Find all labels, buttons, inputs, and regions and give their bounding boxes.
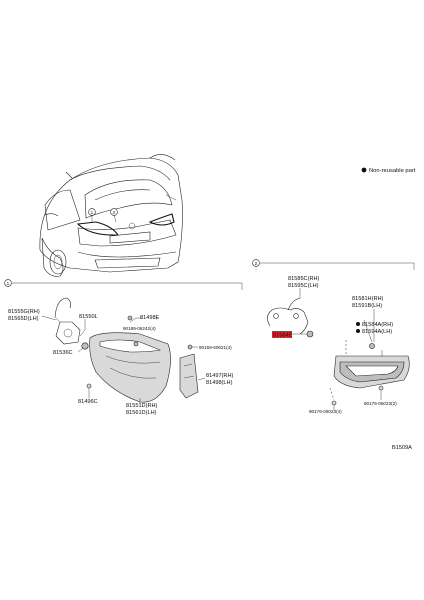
- highlighted-part-81584E: [272, 331, 292, 338]
- svg-text:81550L: 81550L: [79, 314, 98, 320]
- legend-text: Non-reusable part: [369, 168, 416, 174]
- svg-text:81594A(LH): 81594A(LH): [362, 329, 392, 335]
- lamp-bracket: [179, 353, 199, 399]
- non-reusable-bullet-icon: [361, 167, 367, 173]
- svg-text:2: 2: [255, 261, 258, 266]
- non-reusable-bullet-icon: [356, 329, 360, 333]
- diagram-code: B1509A: [392, 445, 412, 451]
- non-reusable-bullet-icon: [356, 322, 360, 326]
- svg-text:90159-60621(4): 90159-60621(4): [199, 345, 232, 350]
- group-1-frame: [12, 282, 243, 290]
- svg-text:90176-05023(2): 90176-05023(2): [364, 401, 397, 406]
- svg-text:81498E: 81498E: [140, 315, 160, 321]
- svg-text:81591B(LH): 81591B(LH): [352, 303, 382, 309]
- svg-text:81561D(LH): 81561D(LH): [126, 410, 157, 416]
- svg-text:90176-05023(4): 90176-05023(4): [309, 409, 342, 414]
- wire-harness-socket: [41, 297, 81, 345]
- svg-text:81581H(RH): 81581H(RH): [352, 296, 384, 302]
- svg-text:81496C: 81496C: [78, 399, 98, 405]
- svg-text:81555G(RH): 81555G(RH): [8, 309, 40, 315]
- svg-text:81551D(RH): 81551D(RH): [126, 403, 158, 409]
- car-rear-illustration: [39, 154, 183, 277]
- svg-text:81584A(RH): 81584A(RH): [362, 322, 393, 328]
- svg-text:81536C: 81536C: [53, 350, 73, 356]
- wire-sub-harness: [267, 297, 309, 335]
- svg-text:2: 2: [113, 210, 116, 215]
- svg-text:81595C(LH): 81595C(LH): [288, 283, 319, 289]
- inner-rear-lamp-lens: [333, 355, 410, 389]
- svg-text:1: 1: [7, 281, 10, 286]
- group-2-frame: [260, 262, 415, 270]
- svg-text:1: 1: [91, 210, 94, 215]
- group-2-callout: [252, 259, 260, 267]
- svg-text:81497(RH): 81497(RH): [206, 373, 233, 379]
- bulb-socket: [77, 342, 89, 353]
- svg-text:81565D(LH): 81565D(LH): [8, 316, 39, 322]
- svg-text:81498(LH): 81498(LH): [206, 380, 233, 386]
- svg-text:81585C(RH): 81585C(RH): [288, 276, 320, 282]
- svg-text:81584E: 81584E: [273, 333, 293, 339]
- rear-combination-lamp-lens: [89, 332, 171, 403]
- svg-text:90189-06242(4): 90189-06242(4): [123, 326, 156, 331]
- group-1-callout: [4, 279, 12, 287]
